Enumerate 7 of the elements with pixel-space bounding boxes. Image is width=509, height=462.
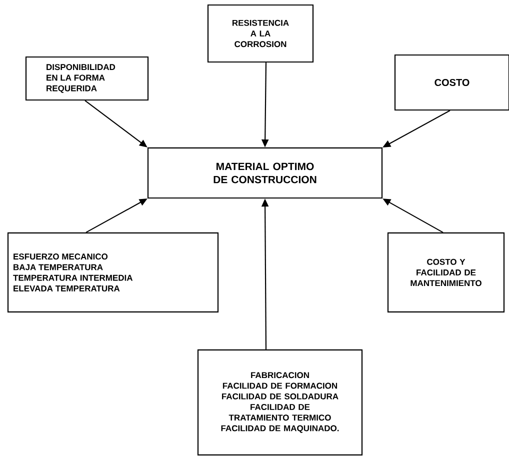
factor-box: DISPONIBILIDAD EN LA FORMA REQUERIDA — [25, 56, 149, 101]
factor-box: COSTO — [394, 54, 509, 111]
factor-box: ESFUERZO MECANICO BAJA TEMPERATURA TEMPERATURA INTERMEDIA ELEVADA TEMPERATURA — [7, 232, 219, 313]
factor-box: COSTO Y FACILIDAD DE MANTENIMIENTO — [387, 232, 505, 313]
center-box: MATERIAL OPTIMO DE CONSTRUCCION — [147, 147, 383, 199]
factor-box: FABRICACION FACILIDAD DE FORMACION FACILIDAD DE SOLDADURA FACILIDAD DE TRATAMIENTO TERMICO FACILIDAD DE MAQUINADO. — [197, 349, 363, 456]
factor-box: RESISTENCIA A LA CORROSION — [207, 4, 314, 63]
